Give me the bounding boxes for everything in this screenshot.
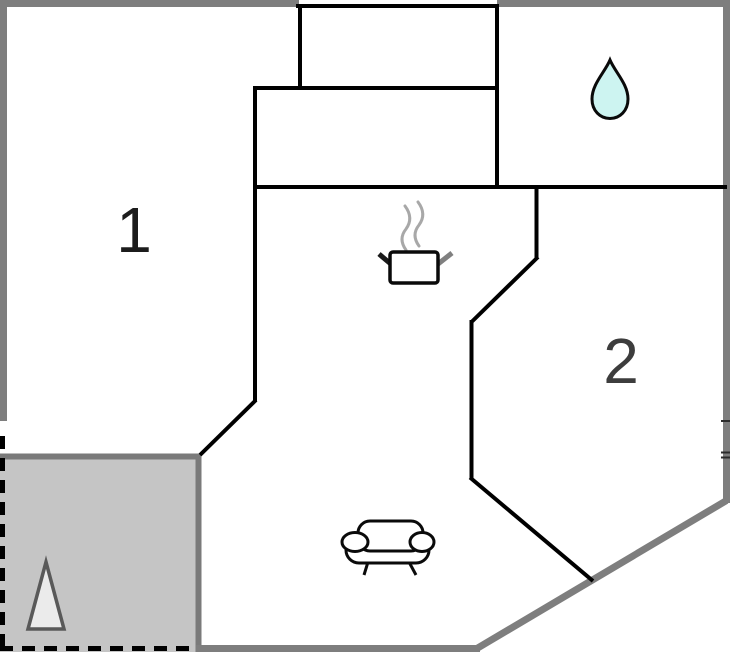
sofa-icon <box>340 519 436 576</box>
steam-wave-left <box>400 204 412 252</box>
water-drop-shape <box>590 56 630 121</box>
steam-wave-right <box>413 200 425 248</box>
room2-label: 2 <box>603 325 639 397</box>
sofa-armrest-right <box>408 531 436 553</box>
tree-shape <box>25 555 67 631</box>
pot-body <box>388 250 440 285</box>
cooking-pot-icon <box>377 200 454 285</box>
room2-wall-upper-diagonal <box>470 255 540 324</box>
pot-handle-right <box>436 251 454 266</box>
sofa-armrest-left <box>340 531 370 553</box>
water-drop-icon <box>590 56 630 121</box>
room2-wall-lower-diagonal <box>468 475 595 583</box>
room1-label: 1 <box>116 194 152 266</box>
room1-diagonal-wall <box>198 398 258 457</box>
outer-wall-diagonal <box>474 497 729 652</box>
tree-icon <box>25 555 67 631</box>
